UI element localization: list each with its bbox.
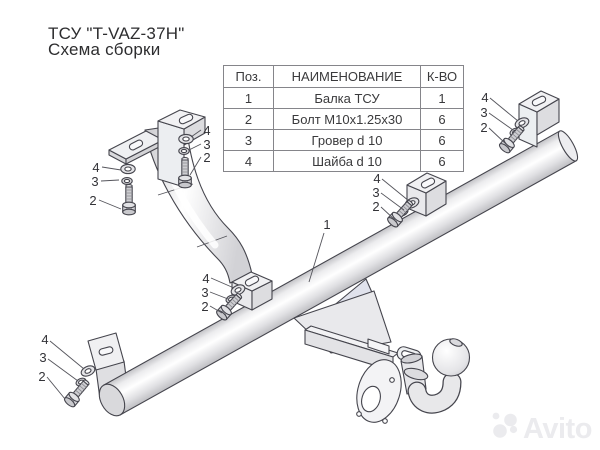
- callout-bolt: 2: [89, 193, 96, 208]
- table-cell: Шайба d 10: [273, 150, 421, 172]
- callout-leader-lines: [46, 97, 519, 400]
- washer-icon: [78, 363, 98, 379]
- callout-washer: 4: [41, 332, 48, 347]
- towbar-beam: [98, 130, 579, 417]
- table-cell: Болт М10х1.25х30: [273, 108, 421, 130]
- callout-washer: 4: [481, 90, 488, 105]
- callout-bolt: 2: [203, 150, 210, 165]
- fastener-set-a: [120, 163, 136, 216]
- callout-grover: 3: [203, 137, 210, 152]
- fastener-set-f: [62, 363, 98, 409]
- grover-icon: [121, 177, 133, 185]
- table-header-row: Поз. НАИМЕНОВАНИЕ К-ВО: [223, 65, 464, 88]
- title-line-1: ТСУ "T-VAZ-37H": [48, 24, 185, 43]
- callout-grover: 3: [480, 105, 487, 120]
- bracket-top-left: [108, 109, 206, 188]
- washer-icon: [120, 163, 136, 175]
- table-header-cell: НАИМЕНОВАНИЕ: [273, 65, 421, 88]
- callout-grover: 3: [372, 185, 379, 200]
- ball-neck: [400, 353, 462, 414]
- title-line-2: Схема сборки: [48, 40, 161, 59]
- callout-labels: 4 3 2 4 3 2 4 3 2 4 3 2 4 3 2 4 3 2 1: [38, 90, 488, 384]
- table-row: 4 Шайба d 10 6: [223, 150, 464, 172]
- callout-grover: 3: [201, 285, 208, 300]
- flange-plate: [356, 359, 402, 424]
- callout-beam: 1: [323, 217, 330, 232]
- table-cell: 4: [223, 150, 274, 172]
- callout-washer: 4: [373, 171, 380, 186]
- grover-icon: [178, 147, 190, 155]
- table-row: 1 Балка ТСУ 1: [223, 87, 464, 109]
- table-header-cell: К-ВО: [420, 65, 464, 88]
- callout-grover: 3: [91, 174, 98, 189]
- callout-bolt: 2: [372, 199, 379, 214]
- table-header-cell: Поз.: [223, 65, 274, 88]
- tow-ball: [431, 338, 471, 377]
- callout-washer: 4: [202, 271, 209, 286]
- callout-grover: 3: [39, 350, 46, 365]
- callout-bolt: 2: [201, 299, 208, 314]
- avito-logo-icon: [492, 412, 518, 438]
- avito-text: Avito: [523, 413, 592, 445]
- callout-washer: 4: [203, 123, 210, 138]
- table-row: 2 Болт М10х1.25х30 6: [223, 108, 464, 130]
- page-title: ТСУ "T-VAZ-37H"Схема сборки: [48, 24, 185, 59]
- bracket-middle: [406, 172, 447, 217]
- watermark: Avito: [492, 412, 592, 445]
- table-cell: 6: [420, 150, 464, 172]
- parts-table: Поз. НАИМЕНОВАНИЕ К-ВО 1 Балка ТСУ 1 2 Б…: [223, 65, 464, 172]
- center-gusset: [293, 278, 399, 372]
- callout-washer: 4: [92, 160, 99, 175]
- bolt-icon: [122, 183, 136, 216]
- washer-icon: [178, 133, 194, 145]
- callout-bolt: 2: [480, 120, 487, 135]
- callout-bolt: 2: [38, 369, 45, 384]
- bracket-right: [518, 90, 560, 148]
